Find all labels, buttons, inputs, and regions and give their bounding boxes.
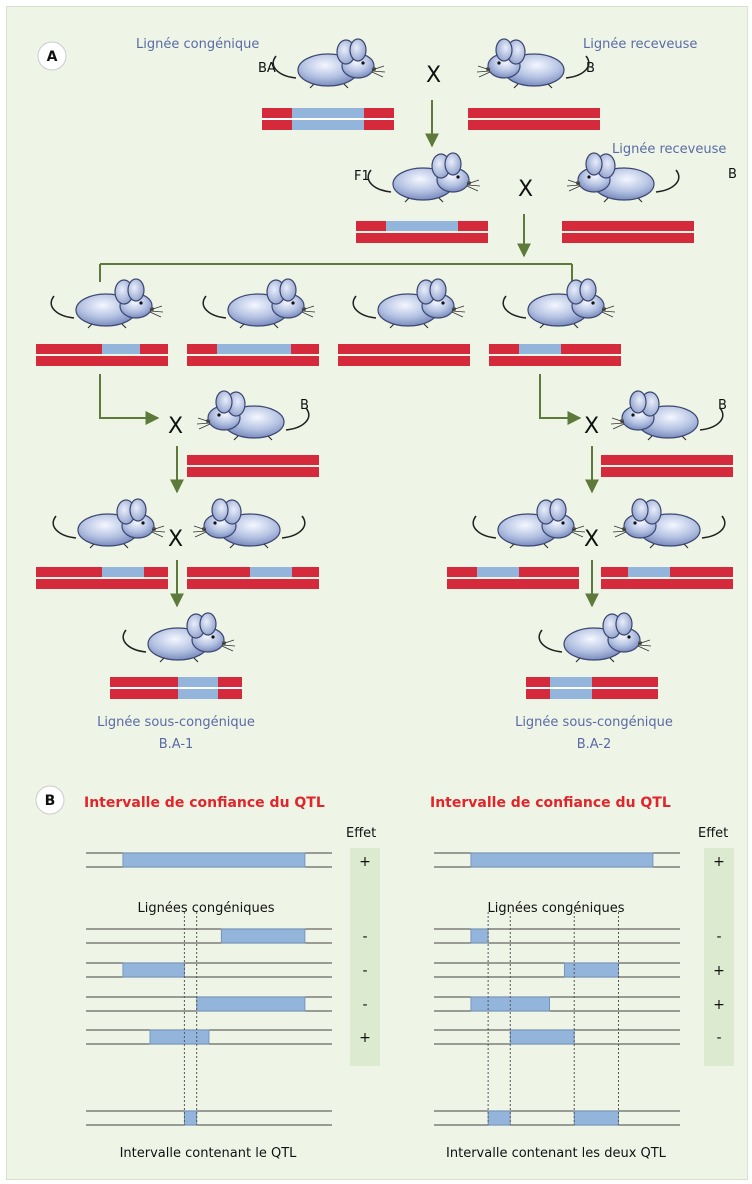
progeny-mouse-icon-4 <box>502 278 616 329</box>
left-effect-sign-2: - <box>362 963 367 979</box>
f1-label: F1 <box>354 169 370 184</box>
cross-symbol-left: X <box>168 414 183 439</box>
progeny-branch-lines <box>99 263 573 282</box>
progeny-mouse-icon-3 <box>352 278 466 329</box>
chromosome-progeny-2 <box>187 344 319 366</box>
left-congenic-line-3-segment-1 <box>196 996 306 1012</box>
right-result-interval-segment-1 <box>487 1110 511 1126</box>
donor-strain-label: Lignée congénique <box>136 37 259 52</box>
intercross-mouse-icon-1 <box>52 498 166 549</box>
backcross-code-left: B <box>300 398 309 413</box>
backcross-mouse-icon-left <box>196 390 310 441</box>
right-effect-sign-2: + <box>713 963 725 979</box>
left-effect-sign-1: - <box>362 929 367 945</box>
intercross-mouse-icon-3 <box>472 498 586 549</box>
panel-a-badge: A <box>37 41 67 71</box>
svg-text:A: A <box>47 49 58 65</box>
chromosome-progeny-4 <box>489 344 621 366</box>
right-effect-column <box>704 848 734 1066</box>
left-congenic-label: Lignées congéniques <box>138 901 275 916</box>
right-effect-sign-3: + <box>713 997 725 1013</box>
right-confidence-interval-segment-1 <box>470 852 654 868</box>
panel-b-badge: B <box>35 785 65 815</box>
right-title: Intervalle de confiance du QTL <box>430 795 671 811</box>
cross-symbol-intercross-right: X <box>584 527 599 552</box>
f1-mouse-icon <box>367 152 481 203</box>
recipient-mouse-icon-2 <box>566 152 680 203</box>
subcongenic-mouse-icon-2 <box>538 612 652 663</box>
cross-symbol: X <box>426 63 441 88</box>
chromosome-progeny-3 <box>338 344 470 366</box>
recipient-strain-label-2: Lignée receveuse <box>612 142 726 157</box>
donor-mouse-icon <box>272 38 386 89</box>
left-effect-column <box>350 848 380 1066</box>
progeny-mouse-icon-1 <box>50 278 164 329</box>
left-effect-header: Effet <box>346 826 376 841</box>
right-congenic-label: Lignées congéniques <box>488 901 625 916</box>
arrow-left-backcross <box>99 374 160 425</box>
left-qtl-schematic: + - - - + <box>86 852 371 1126</box>
right-qtl-schematic: + - + + - <box>434 852 725 1126</box>
chromosome-recipient <box>468 108 600 130</box>
left-congenic-line-2-segment-1 <box>122 962 185 978</box>
right-effect-sign-qtl: + <box>713 854 725 870</box>
left-congenic-line-1-segment-1 <box>220 928 306 944</box>
left-effect-sign-3: - <box>362 997 367 1013</box>
recipient-strain-code-2: B <box>728 167 737 182</box>
left-title: Intervalle de confiance du QTL <box>84 795 325 811</box>
chromosome-recipient-2 <box>562 221 694 243</box>
left-result-label: Intervalle contenant le QTL <box>120 1146 298 1161</box>
chromosome-subcongenic-2 <box>526 677 658 699</box>
chromosome-intercross-3 <box>447 567 579 589</box>
left-effect-sign-4: + <box>359 1030 371 1046</box>
intercross-mouse-icon-4 <box>612 498 726 549</box>
chromosome-f1 <box>356 221 488 243</box>
chromosome-subcongenic-1 <box>110 677 242 699</box>
cross-symbol-f1: X <box>518 177 533 202</box>
chromosome-intercross-2 <box>187 567 319 589</box>
chromosome-intercross-4 <box>601 567 733 589</box>
chromosome-backcross-right <box>601 455 733 477</box>
chromosome-intercross-1 <box>36 567 168 589</box>
recipient-mouse-icon <box>476 38 590 89</box>
right-result-label: Intervalle contenant les deux QTL <box>446 1146 667 1161</box>
right-result-interval-segment-2 <box>573 1110 619 1126</box>
right-congenic-line-4-segment-1 <box>509 1029 575 1045</box>
subcongenic-2-code: B.A-2 <box>577 737 612 752</box>
left-result-interval-segment-1 <box>183 1110 198 1126</box>
donor-strain-code: BA <box>258 61 276 76</box>
right-effect-header: Effet <box>698 826 728 841</box>
progeny-mouse-icon-2 <box>202 278 316 329</box>
cross-symbol-right: X <box>584 414 599 439</box>
svg-text:B: B <box>45 793 56 809</box>
left-effect-sign-qtl: + <box>359 854 371 870</box>
cross-symbol-intercross-left: X <box>168 527 183 552</box>
recipient-strain-code: B <box>586 61 595 76</box>
right-congenic-line-2-segment-1 <box>563 962 619 978</box>
intercross-mouse-icon-2 <box>192 498 306 549</box>
right-effect-sign-1: - <box>716 929 721 945</box>
panel-b: B Intervalle de confiance du QTL Interva… <box>35 785 734 1161</box>
panel-a: A Lignée congénique BA Lignée receveuse … <box>36 37 737 752</box>
backcross-code-right: B <box>718 398 727 413</box>
subcongenic-1-code: B.A-1 <box>159 737 194 752</box>
chromosome-donor <box>262 108 394 130</box>
subcongenic-2-label: Lignée sous-congénique <box>515 715 673 730</box>
left-congenic-line-4-segment-1 <box>149 1029 210 1045</box>
chromosome-backcross-left <box>187 455 319 477</box>
backcross-mouse-icon-right <box>610 390 724 441</box>
chromosome-progeny-1 <box>36 344 168 366</box>
subcongenic-mouse-icon-1 <box>122 612 236 663</box>
arrow-right-backcross <box>539 374 582 425</box>
right-effect-sign-4: - <box>716 1030 721 1046</box>
right-congenic-line-1-segment-1 <box>470 928 489 944</box>
recipient-strain-label: Lignée receveuse <box>583 37 697 52</box>
subcongenic-1-label: Lignée sous-congénique <box>97 715 255 730</box>
left-confidence-interval-segment-1 <box>122 852 306 868</box>
